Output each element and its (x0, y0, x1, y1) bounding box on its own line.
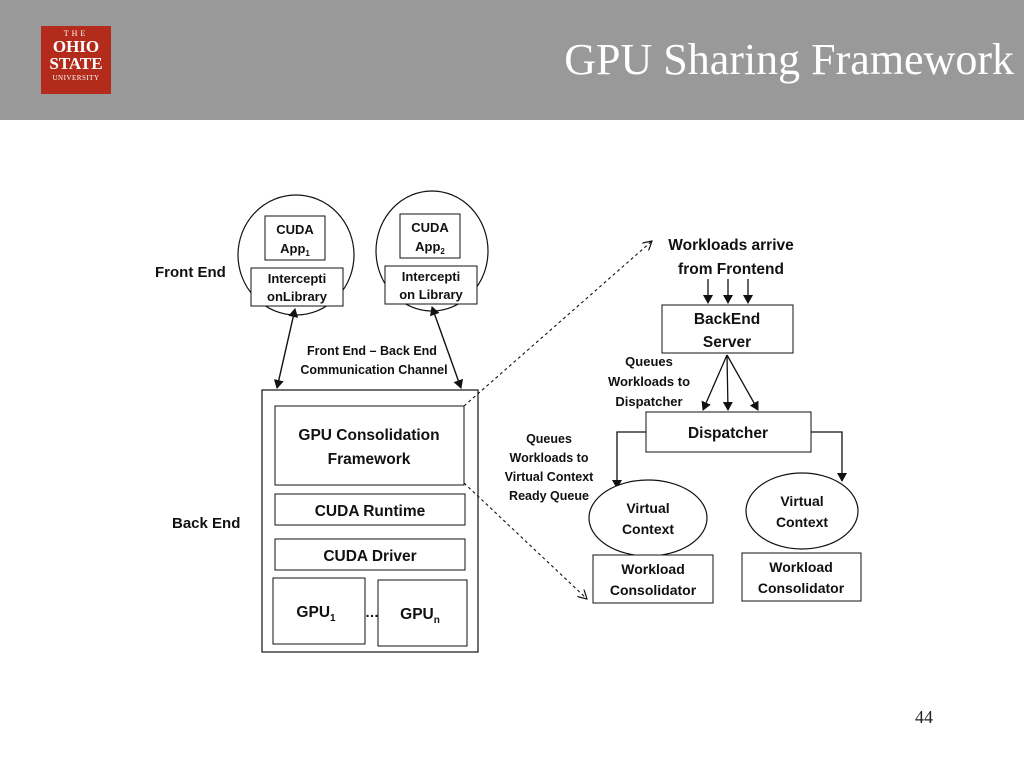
queues-virtual-line2: Workloads to (510, 451, 589, 465)
dispatcher-box (645, 411, 812, 453)
backend-server-box (661, 304, 794, 354)
gpun-name: GPU (400, 606, 434, 623)
gpu1-label: GPU1 (296, 604, 336, 624)
logo-line-3: STATE (49, 54, 103, 73)
interception1-line1: Intercepti (268, 271, 327, 286)
channel-label-line2: Communication Channel (300, 363, 447, 377)
cuda-app2-label: App2 (415, 239, 445, 256)
queues-virtual-line4: Ready Queue (509, 489, 589, 503)
cuda-app2-name: CUDA (411, 220, 449, 235)
cuda-app1-app: App (280, 241, 305, 256)
cuda-driver-label: CUDA Driver (323, 548, 416, 565)
logo-line-2: OHIO (52, 37, 100, 56)
virtual-context1-line1: Virtual (626, 500, 669, 516)
channel-label-line1: Front End – Back End (307, 344, 437, 358)
virtual-context2-line1: Virtual (780, 493, 823, 509)
cuda-runtime-label: CUDA Runtime (315, 503, 426, 520)
queues-dispatcher-line2: Workloads to (608, 374, 690, 389)
dispatcher-to-vc1-arrow (612, 431, 646, 489)
interception-library2-box (384, 265, 478, 305)
gpu-consolidation-line2: Framework (328, 451, 411, 468)
gpu1-sub: 1 (330, 613, 336, 624)
workload-consolidator1-box (592, 554, 714, 604)
interception2-line1: Intercepti (402, 269, 461, 284)
dispatcher-label: Dispatcher (688, 425, 768, 442)
back-end-label: Back End (172, 515, 240, 532)
gpun-sub: n (434, 615, 440, 626)
queues-dispatcher-line3: Dispatcher (615, 394, 682, 409)
cuda-app2-sub: 2 (440, 247, 445, 256)
dispatcher-to-vc2-arrow (811, 431, 847, 482)
cuda-app2-box (399, 213, 461, 259)
gpun-box (377, 579, 468, 647)
virtual-context2-ellipse (745, 472, 859, 550)
virtual-context1-ellipse (588, 479, 708, 557)
server-to-dispatcher-arrow-3 (726, 354, 759, 411)
backend-server-line1: BackEnd (694, 311, 760, 328)
cuda-app1-label: App1 (280, 241, 310, 258)
workload-consolidator2-line1: Workload (769, 559, 833, 575)
queues-virtual-line3: Virtual Context (505, 470, 595, 484)
cuda-runtime-box (274, 493, 466, 526)
page-number: 44 (915, 707, 933, 727)
gpu1-box (272, 577, 366, 645)
gpu-consolidation-box (274, 405, 465, 486)
interception-library1-box (250, 267, 344, 307)
queues-dispatcher-line1: Queues (625, 354, 673, 369)
server-to-dispatcher-arrow-1 (701, 354, 728, 411)
workload-consolidator2-box (741, 552, 862, 602)
channel-arrow-2 (429, 306, 464, 389)
dashed-zoom-line-bottom (463, 482, 587, 599)
interception2-line2: on Library (399, 287, 463, 302)
front-end-label: Front End (155, 264, 226, 281)
logo-line-1: THE (63, 29, 89, 38)
gpu-ellipsis: … (365, 604, 379, 620)
slide-title: GPU Sharing Framework (564, 35, 1014, 84)
virtual-context1-line2: Context (622, 521, 674, 537)
backend-server-line2: Server (703, 334, 751, 351)
gpun-label: GPUn (400, 606, 440, 626)
cuda-app1-sub: 1 (305, 249, 310, 258)
workloads-arrive-line2: from Frontend (678, 261, 784, 278)
title-bar: THE OHIO STATE UNIVERSITY GPU Sharing Fr… (0, 0, 1024, 120)
workload-consolidator2-line2: Consolidator (758, 580, 845, 596)
workload-consolidator1-line2: Consolidator (610, 582, 697, 598)
queues-virtual-line1: Queues (526, 432, 572, 446)
cuda-app1-box (264, 215, 326, 261)
virtual-context2-line2: Context (776, 514, 828, 530)
interception1-line2: onLibrary (267, 289, 328, 304)
server-to-dispatcher-arrow-2 (722, 354, 733, 411)
gpu1-name: GPU (296, 604, 330, 621)
cuda-app2-app: App (415, 239, 440, 254)
ohio-state-logo: THE OHIO STATE UNIVERSITY (41, 26, 111, 94)
logo-line-4: UNIVERSITY (52, 74, 100, 82)
cuda-app1-name: CUDA (276, 222, 314, 237)
gpu-consolidation-line1: GPU Consolidation (298, 427, 439, 444)
workload-consolidator1-line1: Workload (621, 561, 685, 577)
channel-arrow-1 (273, 308, 299, 389)
workloads-arrive-line1: Workloads arrive (668, 237, 794, 254)
cuda-driver-box (274, 538, 466, 571)
